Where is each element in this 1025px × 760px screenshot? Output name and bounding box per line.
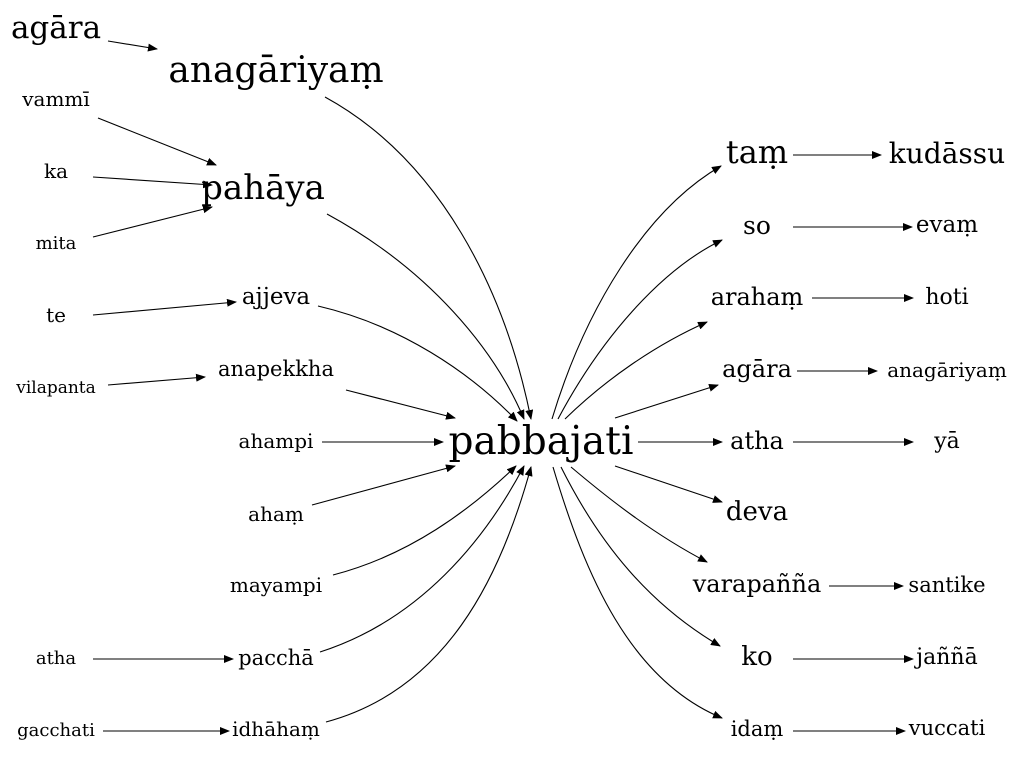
node-varapanna: varapañña bbox=[692, 570, 822, 598]
node-so: so bbox=[743, 211, 771, 240]
node-ya: yā bbox=[933, 429, 960, 454]
edge-aham-to-pabbajati bbox=[311, 464, 456, 506]
edge-anapekkha-to-pabbajati bbox=[345, 389, 456, 420]
edge-ka-to-pahaya bbox=[92, 176, 213, 189]
node-idam: idaṃ bbox=[731, 717, 784, 741]
edge-pahaya-to-pabbajati bbox=[326, 213, 525, 420]
node-gacchati: gacchati bbox=[17, 720, 95, 741]
node-ka: ka bbox=[44, 159, 68, 183]
edge-idhaham-to-pabbajati bbox=[325, 466, 533, 723]
node-mita: mita bbox=[36, 233, 77, 254]
node-tam: taṃ bbox=[726, 133, 788, 171]
edge-mita-to-pahaya bbox=[92, 205, 213, 238]
node-deva: deva bbox=[726, 497, 788, 527]
node-kudassu: kudāssu bbox=[889, 137, 1005, 170]
node-agara-left: agāra bbox=[11, 10, 101, 46]
edge-layer bbox=[92, 40, 914, 735]
node-ajjeva: ajjeva bbox=[242, 284, 311, 310]
node-vuccati: vuccati bbox=[908, 716, 986, 740]
node-pabbajati: pabbajati bbox=[449, 419, 634, 464]
edge-mayampi-to-pabbajati bbox=[332, 465, 517, 576]
edge-pabbajati-to-so bbox=[557, 239, 723, 420]
edge-pabbajati-to-tam bbox=[551, 165, 722, 420]
edge-ajjeva-to-pabbajati bbox=[317, 305, 518, 422]
node-vilapanta: vilapanta bbox=[15, 378, 96, 398]
node-anagariyam-left: anagāriyaṃ bbox=[168, 50, 383, 91]
node-evam: evaṃ bbox=[916, 212, 978, 238]
node-santike: santike bbox=[908, 573, 985, 597]
node-janna: jaññā bbox=[913, 645, 977, 670]
edge-pabbajati-to-agara2 bbox=[614, 383, 719, 419]
node-te: te bbox=[46, 303, 66, 327]
node-mayampi: mayampi bbox=[230, 573, 322, 597]
node-ahampi: ahampi bbox=[239, 429, 314, 453]
edge-pabbajati-to-varapanna bbox=[570, 466, 708, 563]
node-anagariyam-right: anagāriyaṃ bbox=[887, 358, 1007, 382]
edge-anagariyam1-to-pabbajati bbox=[324, 96, 534, 420]
node-ko: ko bbox=[741, 642, 772, 672]
edge-pabbajati-to-ko bbox=[560, 466, 721, 647]
node-vammi: vammī bbox=[21, 87, 90, 111]
edge-vilapanta-to-anapekkha bbox=[107, 373, 206, 386]
edge-te-to-ajjeva bbox=[92, 298, 237, 316]
node-pahaya: pahāya bbox=[201, 168, 325, 208]
edge-pabbajati-to-deva bbox=[614, 465, 723, 503]
edge-pabbajati-to-idam bbox=[552, 466, 723, 719]
node-agara-right: agāra bbox=[722, 355, 792, 383]
node-atha-left: atha bbox=[36, 648, 77, 669]
node-paccha: pacchā bbox=[238, 646, 314, 670]
node-idhaham: idhāhaṃ bbox=[232, 717, 320, 741]
node-hoti: hoti bbox=[925, 285, 968, 310]
edge-agara1-to-anagariyam1 bbox=[107, 40, 158, 52]
edge-paccha-to-pabbajati bbox=[319, 465, 525, 653]
edge-vammi-to-pahaya bbox=[97, 117, 217, 166]
node-aham: ahaṃ bbox=[248, 502, 304, 526]
edge-pabbajati-to-araham bbox=[564, 321, 708, 420]
node-atha-right: atha bbox=[730, 427, 784, 455]
node-layer: agāra anagāriyaṃ vammī ka pahāya mita te… bbox=[11, 10, 1007, 741]
node-anapekkha: anapekkha bbox=[218, 357, 334, 381]
node-araham: arahaṃ bbox=[711, 283, 804, 311]
